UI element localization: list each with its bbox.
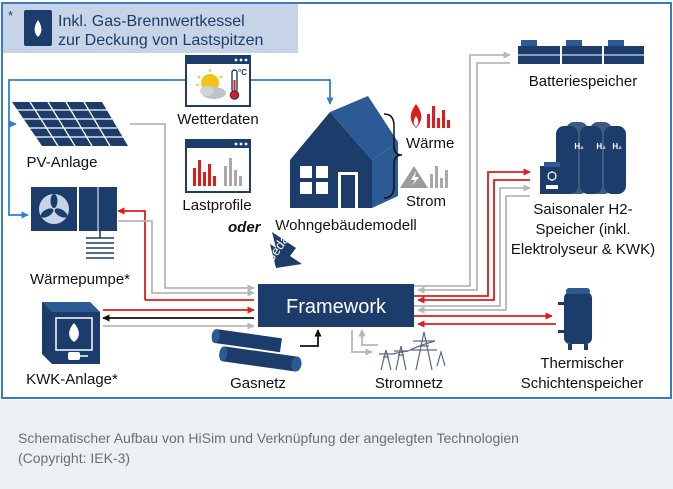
label-oder: oder xyxy=(228,219,262,236)
load-profiles-node: Lastprofile oder xyxy=(182,139,262,236)
arrow-h2-power-to-framework xyxy=(417,195,530,314)
label-pv-anlage: PV-Anlage xyxy=(27,154,98,171)
label-saisonal-3: Elektrolyseur & KWK) xyxy=(511,241,655,258)
pv-system-node: PV-Anlage xyxy=(12,101,128,171)
framework-node: Framework xyxy=(258,284,414,327)
arrow-framework-to-heatpump-heat xyxy=(117,207,146,300)
red-bar-chart-icon xyxy=(193,160,216,186)
gray-bar-chart-icon xyxy=(224,158,242,186)
label-saisonal-1: Saisonaler H2- xyxy=(533,201,632,218)
arrow-gasnet-to-framework xyxy=(300,329,322,347)
weather-data-node: °C Wetterdaten xyxy=(177,55,259,128)
gas-network-node: Gasnetz xyxy=(211,329,302,392)
power-output: Strom xyxy=(400,166,448,210)
pipe-coil-icon xyxy=(86,231,114,259)
caption-area xyxy=(0,400,673,489)
label-thermisch-1: Thermischer xyxy=(540,355,623,372)
label-saisonal-2: Speicher (inkl. xyxy=(535,221,630,238)
label-stromnetz: Stromnetz xyxy=(375,375,443,392)
electrolyser-icon xyxy=(540,162,564,194)
label-wetterdaten: Wetterdaten xyxy=(177,111,258,128)
note-line1: Inkl. Gas-Brennwertkessel xyxy=(58,13,245,30)
arrow-framework-to-h2-heat xyxy=(414,168,531,297)
arrow-h2-heat-to-framework xyxy=(417,179,530,304)
chp-plant-node: KWK-Anlage* xyxy=(26,302,118,388)
seasonal-h2-storage-node: H₂ H₂ H₂ Saisonaler H2- Speicher (inkl. … xyxy=(511,122,655,258)
thermometer-icon: °C xyxy=(229,68,247,100)
building-model-node: Wohngebäudemodell xyxy=(275,96,417,234)
fan-icon xyxy=(40,194,68,218)
arrow-pv-to-framework xyxy=(130,123,255,292)
output-brace xyxy=(383,113,403,199)
note-line2: zur Deckung von Lastspitzen xyxy=(58,32,263,49)
label-gasnetz: Gasnetz xyxy=(230,375,286,392)
label-waermepumpe: Wärmepumpe* xyxy=(30,271,130,288)
arrow-framework-to-battery xyxy=(414,51,511,287)
arrow-heatpump-to-framework xyxy=(118,220,255,297)
sun-cloud-icon xyxy=(196,69,226,99)
h2-tag-2: H₂ xyxy=(596,142,606,151)
caption-line1: Schematischer Aufbau von HiSim und Verkn… xyxy=(18,430,519,446)
power-grid-node: Stromnetz xyxy=(375,331,446,392)
heat-pump-node: Wärmepumpe* xyxy=(30,187,130,288)
heat-bar-icon xyxy=(427,106,450,128)
arrow-weather-to-building xyxy=(250,79,334,105)
label-waerme: Wärme xyxy=(406,135,454,152)
note-marker: * xyxy=(8,8,13,23)
label-lastprofile: Lastprofile xyxy=(182,197,251,214)
schematic-diagram: * Inkl. Gas-Brennwertkessel zur Deckung … xyxy=(1,2,672,399)
thermal-storage-node: Thermischer Schichtenspeicher xyxy=(521,288,644,392)
arrow-framework-to-h2-power xyxy=(414,184,531,307)
arrow-weather-to-pv xyxy=(8,79,186,128)
figure-caption: Schematischer Aufbau von HiSim und Verkn… xyxy=(18,428,658,468)
label-kwk-anlage: KWK-Anlage* xyxy=(26,371,118,388)
power-bar-icon xyxy=(430,166,448,188)
label-thermisch-2: Schichtenspeicher xyxy=(521,375,644,392)
h2-tag-1: H₂ xyxy=(574,142,584,151)
arrow-framework-to-grid xyxy=(351,330,373,356)
schematic-figure: * Inkl. Gas-Brennwertkessel zur Deckung … xyxy=(0,0,673,400)
label-framework: Framework xyxy=(286,296,387,318)
battery-storage-node: Batteriespeicher xyxy=(518,40,644,90)
flame-icon xyxy=(69,323,79,342)
power-pylon-icon xyxy=(379,331,446,371)
arrow-battery-to-framework xyxy=(417,62,510,294)
label-strom: Strom xyxy=(406,193,446,210)
degree-label: °C xyxy=(238,68,247,77)
note-box: * Inkl. Gas-Brennwertkessel zur Deckung … xyxy=(3,4,298,53)
plug-icon xyxy=(68,352,88,360)
label-wohngebaeudemodell: Wohngebäudemodell xyxy=(275,217,417,234)
label-batteriespeicher: Batteriespeicher xyxy=(529,73,637,90)
heat-output: Wärme xyxy=(406,104,454,152)
figure-border xyxy=(1,2,672,399)
caption-line2: (Copyright: IEK-3) xyxy=(18,450,131,466)
h2-tag-3: H₂ xyxy=(612,142,622,151)
arrow-weather-to-heatpump xyxy=(8,124,29,219)
arrow-grid-to-framework xyxy=(358,329,378,346)
